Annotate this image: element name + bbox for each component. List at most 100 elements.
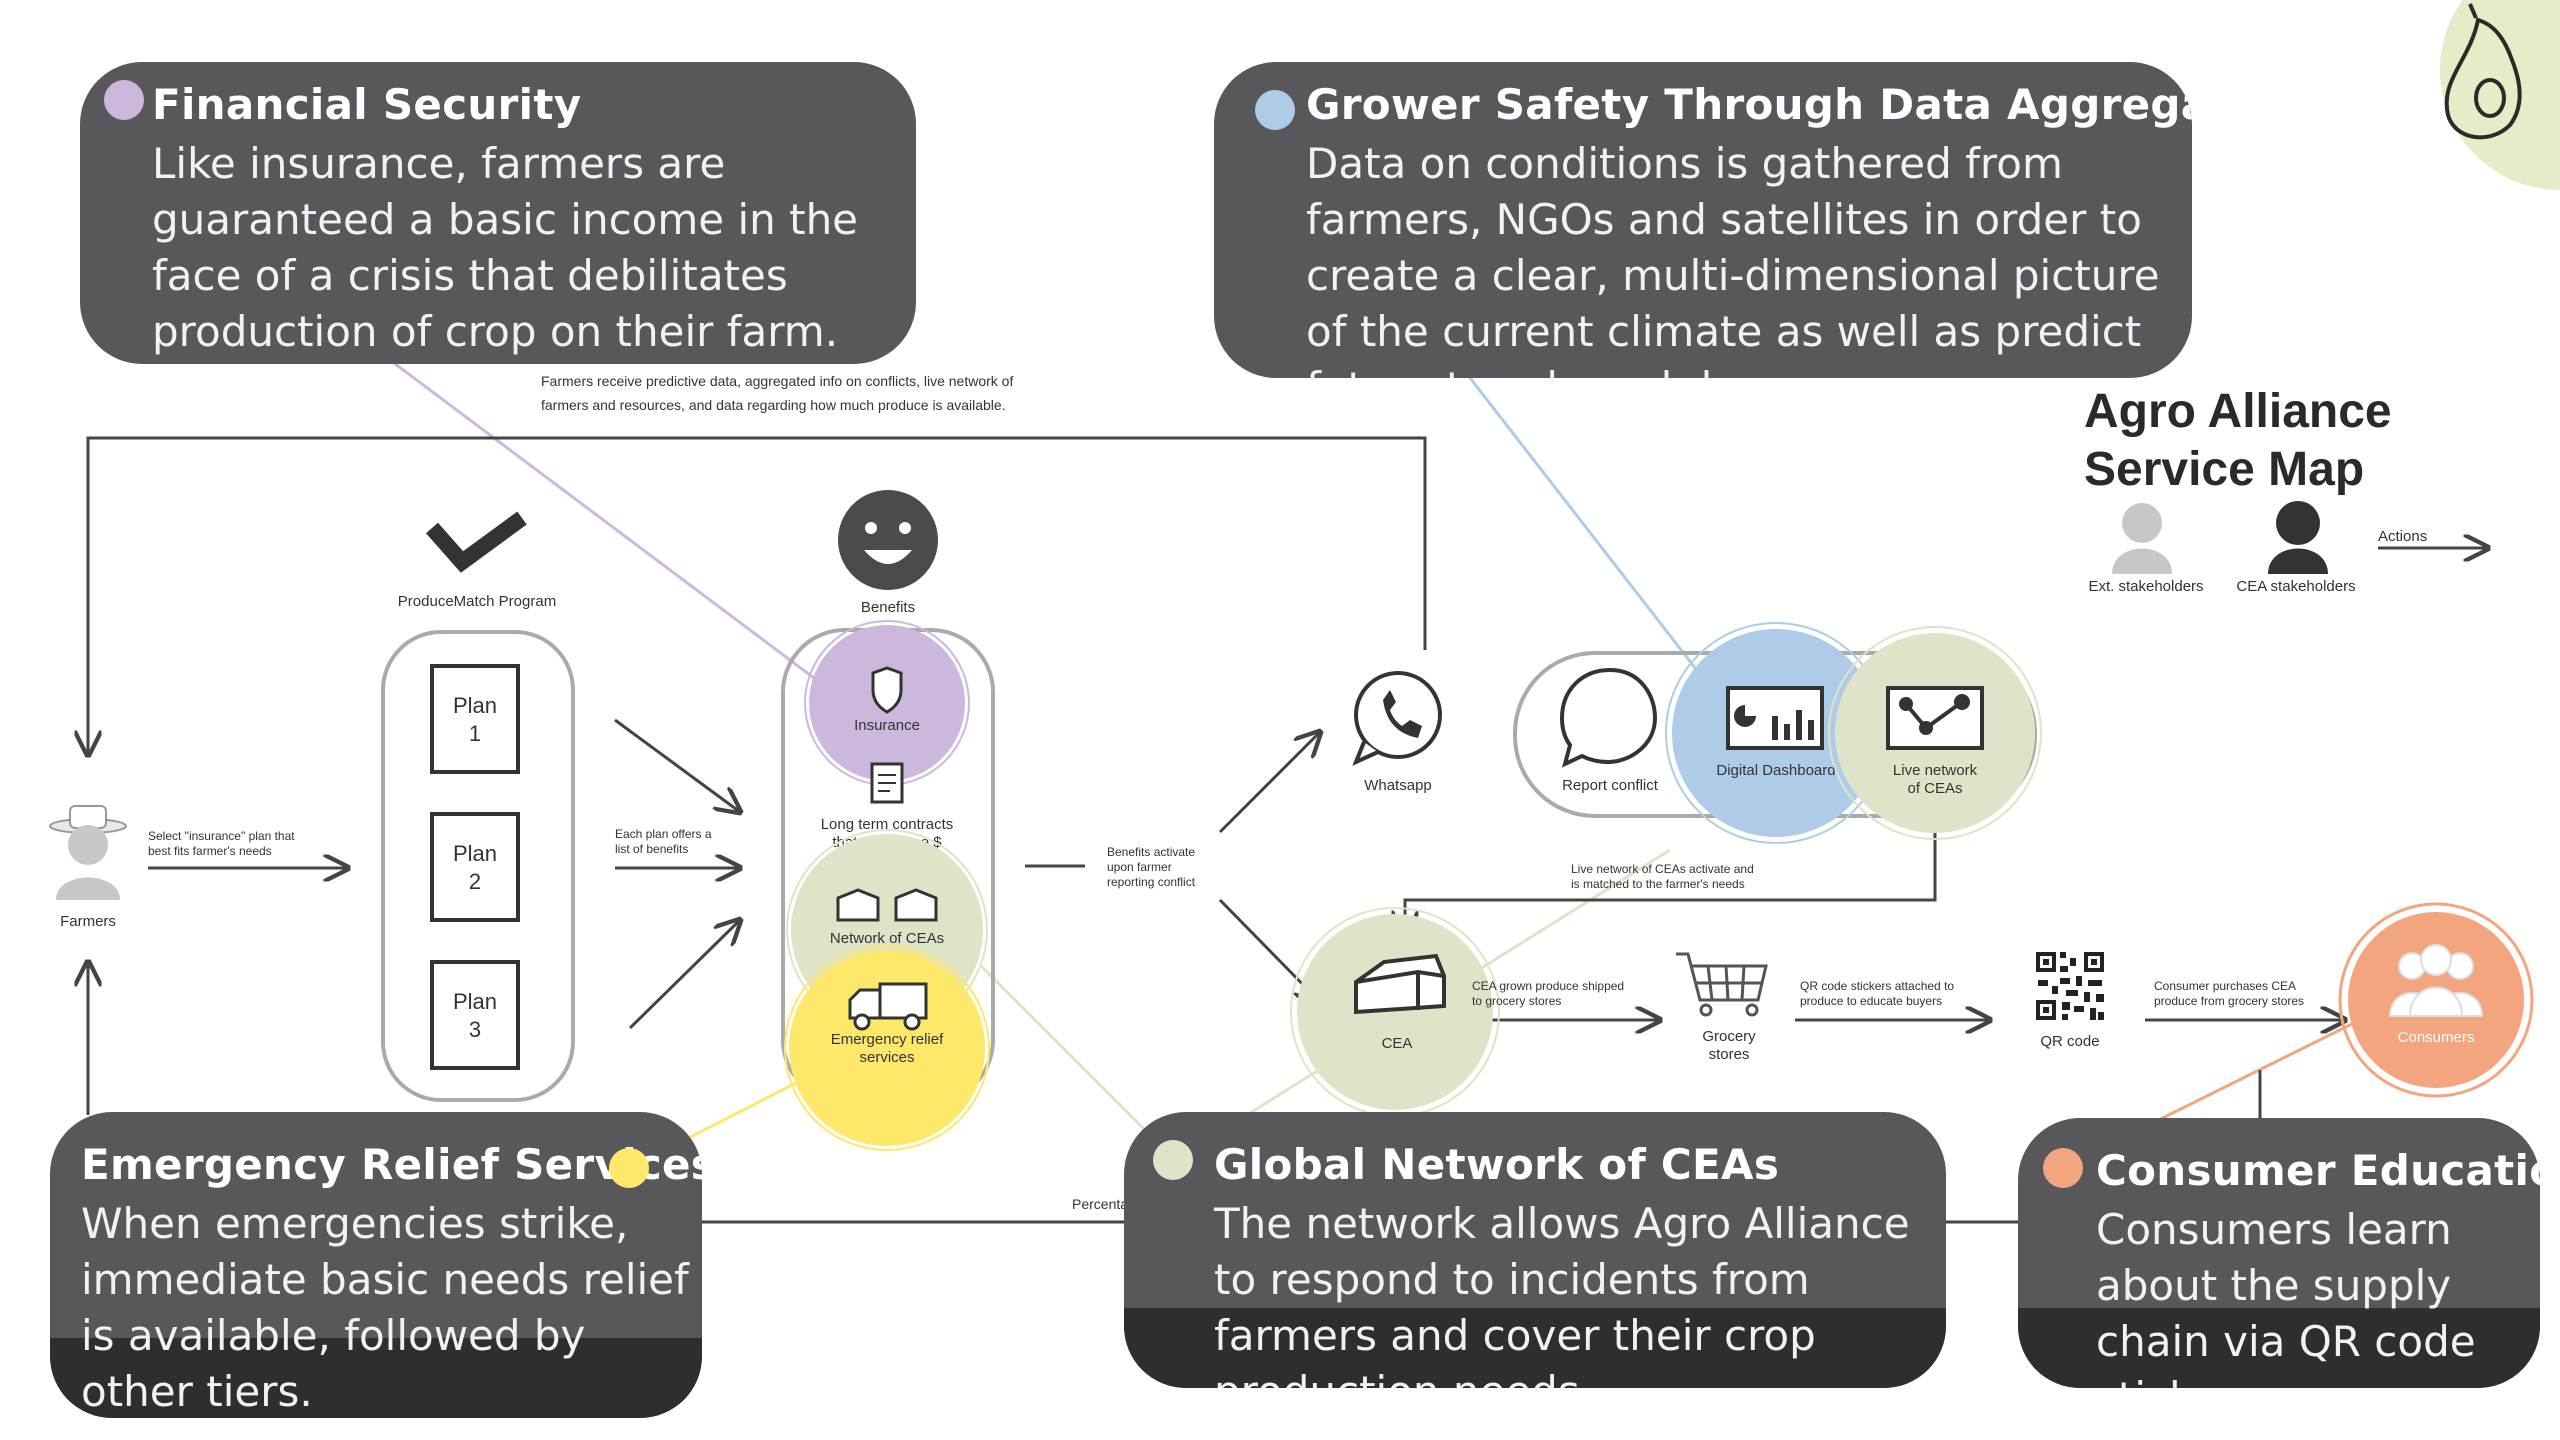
svg-text:Report conflict: Report conflict — [1562, 777, 1659, 794]
dashboard-icon — [1726, 686, 1824, 750]
callout-body: Like insurance, farmers are guaranteed a… — [152, 139, 859, 356]
shopping-cart-icon — [1676, 952, 1768, 1017]
annotation-purchase-1: Consumer purchases CEA — [2154, 979, 2296, 993]
annotation-activate-2: upon farmer — [1107, 860, 1172, 874]
annotation-activate-1: Benefits activate — [1107, 845, 1195, 859]
connector-grower — [1458, 364, 1722, 701]
legend-cea-label: CEA stakeholders — [2236, 578, 2355, 595]
people-icon — [2388, 944, 2484, 1017]
benefits-column: Benefits Insurance Long term contracts t… — [781, 490, 995, 1151]
legend: Ext. stakeholders CEA stakeholders Actio… — [2088, 501, 2427, 595]
benefits-label: Benefits — [861, 599, 915, 616]
qr-code-node[interactable]: QR code — [2036, 952, 2104, 1050]
speech-bubble-icon — [1559, 667, 1658, 768]
farmer-icon — [49, 805, 127, 900]
map-title-line1: Agro Alliance — [2084, 385, 2392, 438]
svg-text:Consumers: Consumers — [2398, 1029, 2475, 1046]
svg-text:Plan: Plan — [453, 841, 497, 866]
plans-container — [381, 630, 575, 1102]
plan-arrow-3 — [628, 920, 740, 1030]
map-title: Agro Alliance Service Map — [2084, 383, 2392, 499]
callout-grower-safety: Grower Safety Through Data Aggregation D… — [1214, 62, 2192, 378]
insurance-node[interactable]: Insurance — [804, 620, 970, 786]
svg-text:CEA: CEA — [1382, 1035, 1413, 1052]
green-dot — [1153, 1140, 1193, 1180]
plan-1[interactable]: Plan 1 — [430, 664, 520, 774]
whatsapp-icon — [1354, 671, 1442, 759]
callout-emergency-relief: Emergency Relief Services When emergenci… — [50, 1112, 702, 1418]
svg-text:Insurance: Insurance — [854, 717, 920, 734]
annotation-qr-2: produce to educate buyers — [1800, 994, 1942, 1008]
truck-icon — [848, 982, 928, 1031]
svg-text:Plan: Plan — [453, 693, 497, 718]
consumers-node[interactable]: Consumers — [2338, 902, 2534, 1098]
ext-stakeholder-icon — [2112, 503, 2172, 574]
callout-body: When emergencies strike, immediate basic… — [81, 1199, 689, 1416]
annotation-each-2: list of benefits — [615, 842, 688, 856]
callout-shade — [50, 1338, 702, 1418]
blue-dot — [1255, 90, 1295, 130]
annotation-each-1: Each plan offers a — [615, 827, 712, 841]
network-graph-icon — [1886, 686, 1984, 750]
svg-text:services: services — [859, 1049, 914, 1066]
smiley-icon — [838, 490, 938, 590]
callout-body: Consumers learn about the supply chain v… — [2096, 1205, 2476, 1388]
annotation-shipped-2: to grocery stores — [1472, 994, 1561, 1008]
cea-stakeholder-icon — [2268, 501, 2328, 574]
callout-consumer-education: Consumer Education Consumers learn about… — [2018, 1118, 2540, 1388]
annotation-top-2: farmers and resources, and data regardin… — [541, 397, 1006, 413]
qr-code-icon — [2036, 952, 2104, 1020]
svg-text:Whatsapp: Whatsapp — [1364, 777, 1432, 794]
orange-dot — [2043, 1148, 2083, 1188]
svg-text:Emergency relief: Emergency relief — [831, 1031, 944, 1048]
annotation-live-1: Live network of CEAs activate and — [1571, 862, 1754, 876]
annotation-select-2: best fits farmer's needs — [148, 844, 272, 858]
grocery-node[interactable]: Grocery stores — [1676, 952, 1768, 1063]
greenhouses-icon — [836, 888, 938, 922]
feedback-arrow — [88, 436, 1427, 755]
annotation-shipped-1: CEA grown produce shipped — [1472, 979, 1624, 993]
cea-node[interactable]: CEA — [1290, 907, 1500, 1117]
map-title-line2: Service Map — [2084, 443, 2365, 496]
whatsapp-node[interactable]: Whatsapp — [1352, 671, 1442, 794]
callout-shade — [2018, 1308, 2540, 1388]
greenhouse-icon — [1354, 953, 1446, 1015]
svg-text:3: 3 — [469, 1017, 481, 1042]
produce-match-label: ProduceMatch Program — [398, 593, 556, 610]
report-conflict-node[interactable]: Report conflict — [1559, 667, 1659, 794]
callout-shade — [1124, 1308, 1946, 1388]
connector-global-b — [978, 963, 1177, 1162]
annotation-select-1: Select "insurance" plan that — [148, 829, 295, 843]
annotation-qr-1: QR code stickers attached to — [1800, 979, 1954, 993]
legend-ext-label: Ext. stakeholders — [2088, 578, 2203, 595]
relief-node[interactable]: Emergency relief services — [784, 945, 990, 1151]
plan-2[interactable]: Plan 2 — [430, 812, 520, 922]
annotation-top-1: Farmers receive predictive data, aggrega… — [541, 373, 1013, 389]
pear-icon — [2440, 0, 2560, 190]
yellow-dot — [609, 1148, 649, 1188]
annotation-activate-3: reporting conflict — [1107, 875, 1196, 889]
callout-body: The network allows Agro Alliance to resp… — [1214, 1199, 1910, 1388]
produce-match-program: ProduceMatch Program Plan 1 Plan 2 Plan … — [381, 511, 575, 1102]
shield-icon — [871, 666, 903, 714]
svg-text:stores: stores — [1709, 1046, 1750, 1063]
callout-title: Emergency Relief Services — [81, 1140, 702, 1189]
data-cluster: Report conflict Digital Dashboard — [1513, 622, 2042, 844]
whatsapp-arrow — [1218, 732, 1320, 834]
svg-text:Long term contracts: Long term contracts — [821, 816, 954, 833]
dashboard-node[interactable]: Digital Dashboard — [1665, 622, 1887, 844]
callout-title: Financial Security — [152, 80, 582, 129]
callout-title: Grower Safety Through Data Aggregation — [1306, 80, 2192, 129]
farmers-label: Farmers — [60, 913, 116, 930]
live-network-node[interactable]: Live network of CEAs — [1828, 626, 2042, 840]
plan-arrow-1 — [614, 718, 740, 812]
svg-text:Digital Dashboard: Digital Dashboard — [1716, 762, 1835, 779]
svg-text:Grocery: Grocery — [1702, 1028, 1756, 1045]
callout-global-network: Global Network of CEAs The network allow… — [1124, 1112, 1946, 1388]
callout-body: Data on conditions is gathered from farm… — [1306, 139, 2160, 378]
purple-dot — [104, 80, 144, 120]
connector-financial — [349, 328, 831, 692]
callout-title: Global Network of CEAs — [1214, 1140, 1780, 1189]
svg-text:2: 2 — [469, 869, 481, 894]
plan-3[interactable]: Plan 3 — [430, 960, 520, 1070]
